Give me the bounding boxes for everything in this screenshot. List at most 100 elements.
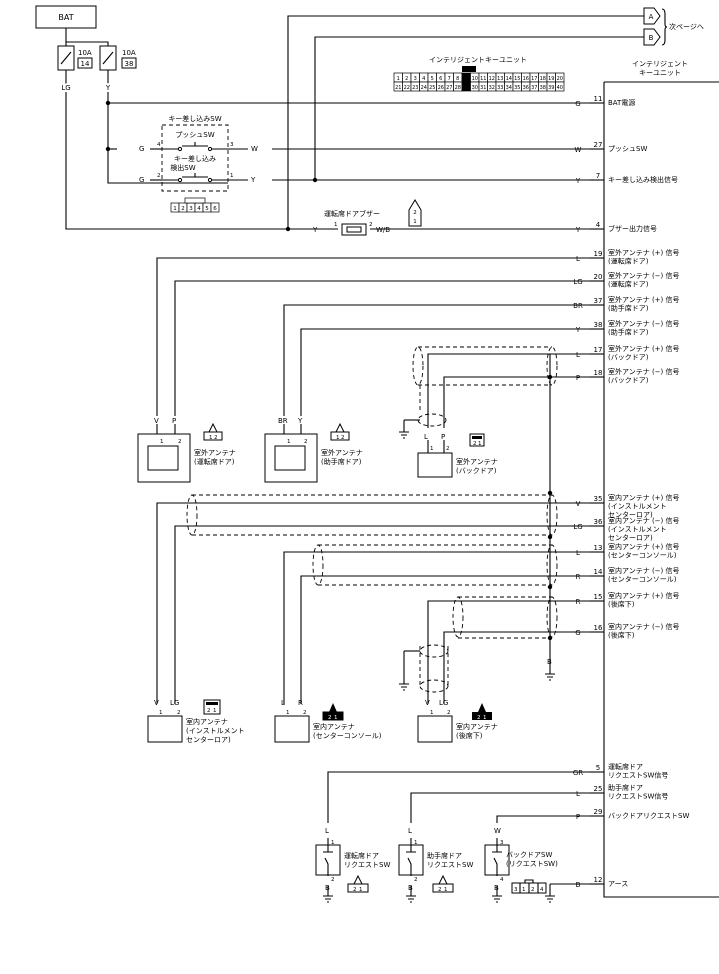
ecu-pin-number: 10 bbox=[472, 76, 478, 82]
ecu-pin-number: 4 bbox=[422, 76, 425, 82]
bat-label: BAT bbox=[58, 13, 73, 22]
ecu-pin-number: 13 bbox=[497, 76, 503, 82]
connector-pin: 1 bbox=[444, 887, 448, 893]
pin-signal-label: 運転席ドア bbox=[608, 762, 643, 771]
antenna-wire: R bbox=[298, 699, 303, 707]
ground-wire-label: B bbox=[547, 658, 552, 666]
pin-signal-label: リクエストSW信号 bbox=[608, 771, 668, 780]
ecu-name-line1: インテリジェント bbox=[632, 60, 688, 68]
antenna-name: 室外アンテナ bbox=[456, 457, 498, 466]
connector-pin: 1 bbox=[209, 435, 213, 441]
sw-wire: B bbox=[408, 884, 413, 892]
antenna-pin: 2 bbox=[446, 446, 450, 452]
sw-name: 運転席ドア bbox=[344, 851, 379, 860]
pin-signal-label: (バックドア) bbox=[608, 377, 649, 385]
antenna-wire: P bbox=[172, 417, 176, 425]
ecu-pin-number: 38 bbox=[540, 85, 546, 91]
antenna-pin: 1 bbox=[287, 439, 291, 445]
request-sw-passenger: L 1 2 B 助手席ドア リクエストSW 2 1 bbox=[398, 827, 473, 893]
pin-signal-label: (インストルメント bbox=[608, 526, 667, 534]
connector-pin: 2 bbox=[477, 715, 481, 721]
antenna-name: (インストルメント bbox=[186, 727, 245, 735]
antenna-pin: 1 bbox=[160, 439, 164, 445]
pin-signal-label: 室内アンテナ (+) 信号 bbox=[608, 591, 680, 600]
key-sw-pin: 1 bbox=[230, 173, 234, 179]
ecu-pin-number: 16 bbox=[523, 76, 529, 82]
fuse-amp: 10A bbox=[122, 49, 136, 57]
ecu-pin-number: 24 bbox=[421, 85, 427, 91]
wire-color: L bbox=[576, 255, 580, 263]
wire-color: LG bbox=[573, 523, 582, 531]
connector-pin: 1 bbox=[478, 441, 482, 447]
connector-pin-number: 6 bbox=[213, 206, 217, 212]
key-sw-pin: 2 bbox=[157, 173, 161, 179]
sw-wire: L bbox=[325, 827, 329, 835]
wire-color: GR bbox=[573, 769, 583, 777]
ecu-pin-number: 33 bbox=[497, 85, 503, 91]
ecu-pin-number: 8 bbox=[456, 76, 459, 82]
pin-number: 35 bbox=[594, 495, 603, 503]
sw-pin: 1 bbox=[331, 840, 335, 846]
connector-pin: 1 bbox=[483, 715, 487, 721]
connector-pin: 2 bbox=[207, 708, 211, 714]
antenna-wire: P bbox=[441, 433, 445, 441]
antenna-wire: V bbox=[154, 699, 159, 707]
wire-color: Y bbox=[575, 326, 581, 334]
pin-signal-label: BAT電源 bbox=[608, 98, 635, 107]
fuse-wire-color: Y bbox=[105, 84, 111, 92]
ecu-pin-number: 26 bbox=[438, 85, 444, 91]
antenna-pin: 1 bbox=[286, 710, 290, 716]
door-buzzer: 運転席ドアブザー 1 2 Y W/B 2 1 bbox=[312, 199, 422, 236]
pin-number: 17 bbox=[594, 346, 603, 354]
pin-number: 19 bbox=[594, 250, 603, 258]
wire-color: V bbox=[576, 500, 581, 508]
pin-signal-label: 助手席ドア bbox=[608, 783, 643, 792]
pin-signal-label: 室内アンテナ (+) 信号 bbox=[608, 493, 680, 502]
wire-color: BR bbox=[573, 302, 583, 310]
antenna-name: 室外アンテナ bbox=[194, 448, 236, 457]
antenna-name: センターロア) bbox=[186, 735, 231, 744]
connector-pin-number: 5 bbox=[205, 206, 209, 212]
pin-number: 5 bbox=[596, 764, 600, 772]
antenna-wire: Y bbox=[297, 417, 303, 425]
pin-signal-label: 室内アンテナ (−) 信号 bbox=[608, 566, 680, 575]
antenna-pin: 2 bbox=[447, 710, 451, 716]
pin-signal-label: (後席下) bbox=[608, 631, 635, 640]
connector-pin-number: 3 bbox=[189, 206, 193, 212]
antenna-name: 室内アンテナ bbox=[186, 717, 228, 726]
antenna-name: (後席下) bbox=[456, 731, 483, 740]
pin-signal-label: 室外アンテナ (+) 信号 bbox=[608, 344, 680, 353]
antenna-name: (センターコンソール) bbox=[313, 731, 382, 740]
ecu-pin-number: 18 bbox=[540, 76, 546, 82]
pin-signal-label: (後席下) bbox=[608, 600, 635, 609]
ecu-pin-number: 7 bbox=[448, 76, 451, 82]
fuse-38: 10A 38 Y bbox=[99, 45, 137, 94]
pin-number: 37 bbox=[594, 297, 603, 305]
detect-sw-label-1: キー差し込み bbox=[174, 154, 216, 163]
wire-color: L bbox=[576, 351, 580, 359]
ecu-pin-number: 3 bbox=[414, 76, 417, 82]
request-sw-driver: L 1 2 B 運転席ドア リクエストSW 2 1 bbox=[315, 827, 390, 893]
pin-signal-label: センターロア) bbox=[608, 510, 653, 519]
sw-pin: 1 bbox=[414, 840, 418, 846]
fuse-amp: 10A bbox=[78, 49, 92, 57]
buzzer-wire: W/B bbox=[376, 226, 390, 234]
pin-signal-label: (運転席ドア) bbox=[608, 280, 649, 289]
sw-name: リクエストSW bbox=[427, 861, 473, 869]
ecu-name-line2: キーユニット bbox=[639, 69, 681, 77]
ecu-pin-number: 19 bbox=[548, 76, 554, 82]
key-sw-title: キー差し込みSW bbox=[168, 114, 221, 123]
wire-color: Y bbox=[575, 177, 581, 185]
